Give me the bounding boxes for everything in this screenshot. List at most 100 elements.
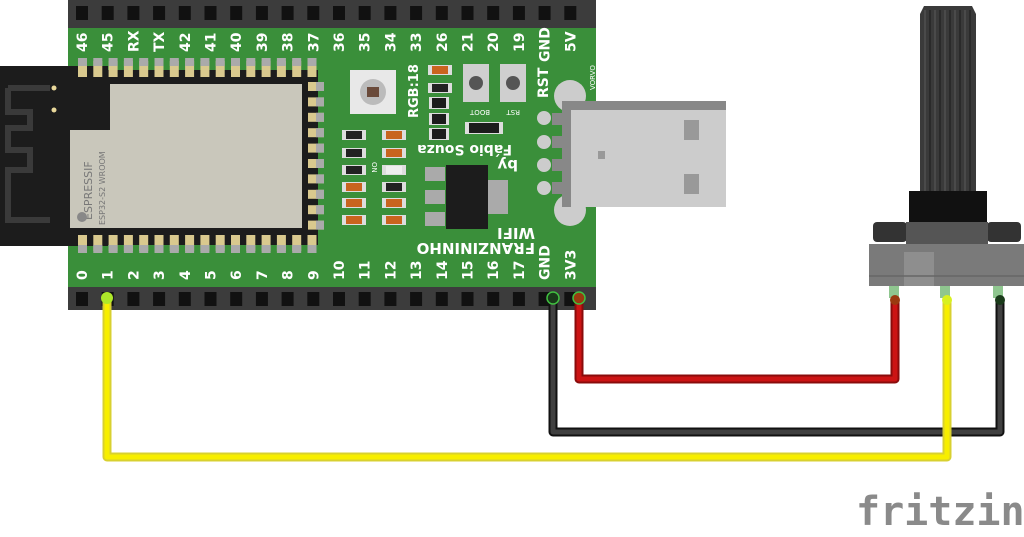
voltage-regulator [425, 165, 508, 229]
vorvo-label: VORVO [589, 65, 597, 90]
top-header-pin[interactable] [333, 6, 345, 20]
smd-part [432, 66, 448, 74]
top-header-pin[interactable] [230, 6, 243, 20]
smd-part [346, 166, 362, 174]
rst-small-label: RST [506, 108, 520, 116]
rgb-label: RGB:18 [407, 64, 422, 118]
top-header-pin[interactable] [153, 6, 166, 20]
module-pad [108, 235, 118, 251]
wire-ground[interactable] [548, 298, 1005, 437]
bottom-header-pin[interactable] [358, 292, 371, 306]
module-pad [169, 61, 179, 77]
top-pin-label: 38 [281, 33, 297, 52]
bottom-header-pin[interactable] [384, 292, 397, 306]
on-label: ON [370, 162, 378, 173]
bottom-header-pin[interactable] [487, 292, 500, 306]
smd-components [342, 65, 503, 225]
top-header-pin[interactable] [358, 6, 371, 20]
module-pad [93, 61, 103, 77]
bottom-header-pin[interactable] [153, 292, 166, 306]
board-name: FRANZININHO [417, 239, 535, 257]
module-pad [185, 235, 195, 251]
bottom-header-pin[interactable] [461, 292, 474, 306]
smd-part [346, 149, 362, 157]
top-header-pin[interactable] [435, 6, 448, 20]
top-header-pin[interactable] [461, 6, 474, 20]
bottom-pin-label: 8 [281, 270, 297, 280]
top-header-pin[interactable] [487, 6, 500, 20]
top-header-pin[interactable] [410, 6, 423, 20]
bottom-pin-label: 1 [101, 270, 117, 280]
module-pad [169, 235, 179, 251]
top-pin-label: 33 [409, 33, 425, 52]
bottom-header-pin[interactable] [281, 292, 294, 306]
wire-ground-inner [550, 298, 1003, 435]
bottom-pin-label: 4 [178, 270, 194, 280]
bottom-header-pin[interactable] [76, 292, 88, 306]
diode [432, 114, 446, 124]
top-header-pin[interactable] [76, 6, 88, 20]
module-pad [307, 61, 317, 77]
bottom-pin-label: 5 [204, 270, 220, 280]
top-pin-label: 26 [435, 33, 451, 52]
bottom-header-pin[interactable] [127, 292, 140, 306]
module-pad [123, 61, 133, 77]
rst-label: RST [536, 67, 552, 98]
smd-part [386, 131, 402, 139]
top-header-pin[interactable] [281, 6, 294, 20]
diode [432, 129, 446, 139]
smd-part [346, 183, 362, 191]
smd-part [386, 166, 402, 174]
top-pin-label: 40 [229, 32, 245, 52]
top-header-pin[interactable] [307, 6, 320, 20]
top-pin-label: 19 [512, 33, 528, 52]
wire-power[interactable] [574, 298, 900, 384]
top-header-pin[interactable] [564, 6, 577, 20]
module-pad [246, 61, 256, 77]
bottom-header-pin[interactable] [307, 292, 320, 306]
top-pin-label: 35 [358, 33, 374, 52]
smd-part [432, 84, 448, 92]
bottom-header-pin[interactable] [230, 292, 243, 306]
top-header-pin[interactable] [178, 6, 191, 20]
espressif-logo-icon [77, 212, 87, 222]
module-pad [231, 235, 240, 251]
fritzing-logo: fritzing [856, 489, 1024, 535]
top-header-pin[interactable] [204, 6, 217, 20]
bottom-header-pin[interactable] [178, 292, 191, 306]
rst-button [500, 64, 526, 102]
bottom-header-pin[interactable] [204, 292, 217, 306]
top-header-pin[interactable] [255, 6, 268, 20]
top-pin-label: RX [126, 30, 142, 52]
top-header-pin[interactable] [127, 6, 140, 20]
module-pad [78, 61, 87, 77]
module-pad [139, 61, 149, 77]
pin-3v3-connector [572, 291, 586, 305]
module-pad [292, 235, 302, 251]
pin-1-connector [101, 292, 113, 304]
top-header-pin[interactable] [538, 6, 551, 20]
module-pad [261, 235, 271, 251]
bottom-header-pin[interactable] [410, 292, 423, 306]
potentiometer [869, 6, 1024, 298]
pot-right-connector [995, 295, 1005, 305]
module-pad [123, 235, 133, 251]
top-header-pin[interactable] [101, 6, 114, 20]
bottom-header-pin[interactable] [255, 292, 268, 306]
module-pad [246, 235, 256, 251]
bottom-header-pin[interactable] [512, 292, 525, 306]
top-header-pin[interactable] [512, 6, 525, 20]
diode [469, 123, 499, 133]
module-pad [292, 61, 302, 77]
bottom-header-pin[interactable] [435, 292, 448, 306]
bottom-header-pin[interactable] [333, 292, 345, 306]
bottom-pin-label: 0 [75, 270, 91, 280]
module-pad [200, 61, 210, 77]
top-pin-label: TX [152, 31, 168, 52]
module-model: ESP32-S2 WROOM [98, 151, 107, 225]
pot-wiper-connector [942, 295, 952, 305]
top-header-pin[interactable] [384, 6, 397, 20]
bottom-pin-label: 14 [435, 260, 451, 280]
boot-label: BOOT [469, 108, 490, 116]
top-pin-label: 37 [306, 33, 322, 52]
